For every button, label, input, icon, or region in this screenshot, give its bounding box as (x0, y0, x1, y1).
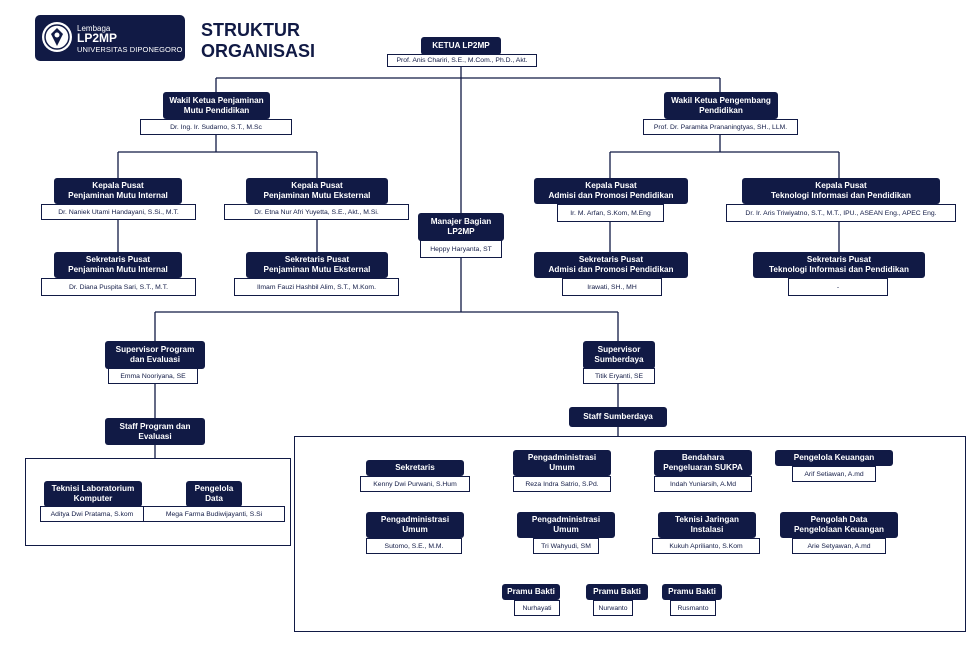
node-manajer-name: Heppy Haryanta, ST (420, 240, 502, 258)
node-kapus-app-name: Ir. M. Arfan, S.Kom, M.Eng (557, 204, 664, 222)
node-pengelola-data-name: Mega Farma Budiwijayanti, S.Si (143, 506, 285, 522)
node-sekretaris-name: Kenny Dwi Purwani, S.Hum (360, 476, 470, 492)
node-sek-app-name: Irawati, SH., MH (562, 278, 662, 296)
node-pengadm1-name: Reza Indra Satrio, S.Pd. (513, 476, 611, 492)
node-peng-keu-name: Arif Setiawan, A.md (792, 466, 876, 482)
node-bendahara-role: Bendahara Pengeluaran SUKPA (654, 450, 752, 476)
staff-program-evaluasi-frame (25, 458, 291, 546)
node-staff-sd-role: Staff Sumberdaya (569, 407, 667, 427)
node-pramu3-name: Rusmanto (670, 600, 716, 616)
node-kapus-pme-role: Kepala Pusat Penjaminan Mutu Eksternal (246, 178, 388, 204)
node-pengolah-name: Arie Setyawan, A.md (792, 538, 886, 554)
node-teknisi-lab-role: Teknisi Laboratorium Komputer (44, 481, 142, 507)
node-bendahara-name: Indah Yuniarsih, A.Md (654, 476, 752, 492)
node-wakil-pm-role: Wakil Ketua Penjaminan Mutu Pendidikan (163, 92, 270, 119)
node-pramu1-role: Pramu Bakti (502, 584, 560, 600)
node-sek-pmi-role: Sekretaris Pusat Penjaminan Mutu Interna… (54, 252, 182, 278)
node-sek-tip-name: - (788, 278, 888, 296)
node-pengolah-role: Pengolah Data Pengelolaan Keuangan (780, 512, 898, 538)
node-kapus-pmi-name: Dr. Naniek Utami Handayani, S.Si., M.T. (41, 204, 196, 220)
node-ketua-name: Prof. Anis Chariri, S.E., M.Com., Ph.D.,… (387, 54, 537, 67)
node-pramu3-role: Pramu Bakti (662, 584, 722, 600)
node-staff-pe-role: Staff Program dan Evaluasi (105, 418, 205, 445)
node-kapus-tip-name: Dr. Ir. Aris Triwiyatno, S.T., M.T., IPU… (726, 204, 956, 222)
node-kapus-tip-role: Kepala Pusat Teknologi Informasi dan Pen… (742, 178, 940, 204)
node-sek-app-role: Sekretaris Pusat Admisi dan Promosi Pend… (534, 252, 688, 278)
node-sek-pme-name: Ilmam Fauzi Hashbil Alim, S.T., M.Kom. (234, 278, 399, 296)
university-seal-icon (42, 22, 72, 52)
node-wakil-pp-name: Prof. Dr. Paramita Prananingtyas, SH., L… (643, 119, 798, 135)
node-teknisi-lab-name: Aditya Dwi Pratama, S.kom (40, 506, 144, 522)
node-kapus-app-role: Kepala Pusat Admisi dan Promosi Pendidik… (534, 178, 688, 204)
node-pengadm3-name: Tri Wahyudi, SM (533, 538, 599, 554)
node-ketua-role: KETUA LP2MP (421, 37, 501, 55)
node-sekretaris-role: Sekretaris (366, 460, 464, 476)
page-title: STRUKTUR ORGANISASI (201, 20, 316, 61)
node-pengelola-data-role: Pengelola Data (186, 481, 242, 507)
node-pramu2-name: Nurwanto (593, 600, 633, 616)
node-manajer-role: Manajer Bagian LP2MP (418, 213, 504, 241)
node-sup-pe-role: Supervisor Program dan Evaluasi (105, 341, 205, 369)
logo-line2: LP2MP (77, 31, 118, 45)
node-pramu1-name: Nurhayati (514, 600, 560, 616)
node-pramu2-role: Pramu Bakti (586, 584, 648, 600)
lp2mp-logo: Lembaga LP2MP UNIVERSITAS DIPONEGORO (35, 15, 185, 61)
node-teknisi-jar-name: Kukuh Aprilianto, S.Kom (652, 538, 760, 554)
node-wakil-pm-name: Dr. Ing. Ir. Sudarno, S.T., M.Sc (140, 119, 292, 135)
node-sek-pme-role: Sekretaris Pusat Penjaminan Mutu Ekstern… (246, 252, 388, 278)
node-wakil-pp-role: Wakil Ketua Pengembang Pendidikan (664, 92, 778, 119)
node-pengadm2-role: Pengadministrasi Umum (366, 512, 464, 538)
node-kapus-pmi-role: Kepala Pusat Penjaminan Mutu Internal (54, 178, 182, 204)
node-sek-tip-role: Sekretaris Pusat Teknologi Informasi dan… (753, 252, 925, 278)
logo-line1: Lembaga (77, 24, 111, 33)
node-sup-pe-name: Emma Nooriyana, SE (108, 368, 198, 384)
node-pengadm1-role: Pengadministrasi Umum (513, 450, 611, 476)
node-sup-sd-name: Titik Eryanti, SE (583, 368, 655, 384)
logo-line3: UNIVERSITAS DIPONEGORO (77, 45, 183, 54)
node-kapus-pme-name: Dr. Etna Nur Afri Yuyetta, S.E., Akt., M… (224, 204, 409, 220)
node-pengadm2-name: Sutomo, S.E., M.M. (366, 538, 462, 554)
node-teknisi-jar-role: Teknisi Jaringan Instalasi (658, 512, 756, 538)
node-sup-sd-role: Supervisor Sumberdaya (583, 341, 655, 369)
node-peng-keu-role: Pengelola Keuangan (775, 450, 893, 466)
node-pengadm3-role: Pengadministrasi Umum (517, 512, 615, 538)
node-sek-pmi-name: Dr. Diana Puspita Sari, S.T., M.T. (41, 278, 196, 296)
staff-sumberdaya-frame (294, 436, 966, 632)
